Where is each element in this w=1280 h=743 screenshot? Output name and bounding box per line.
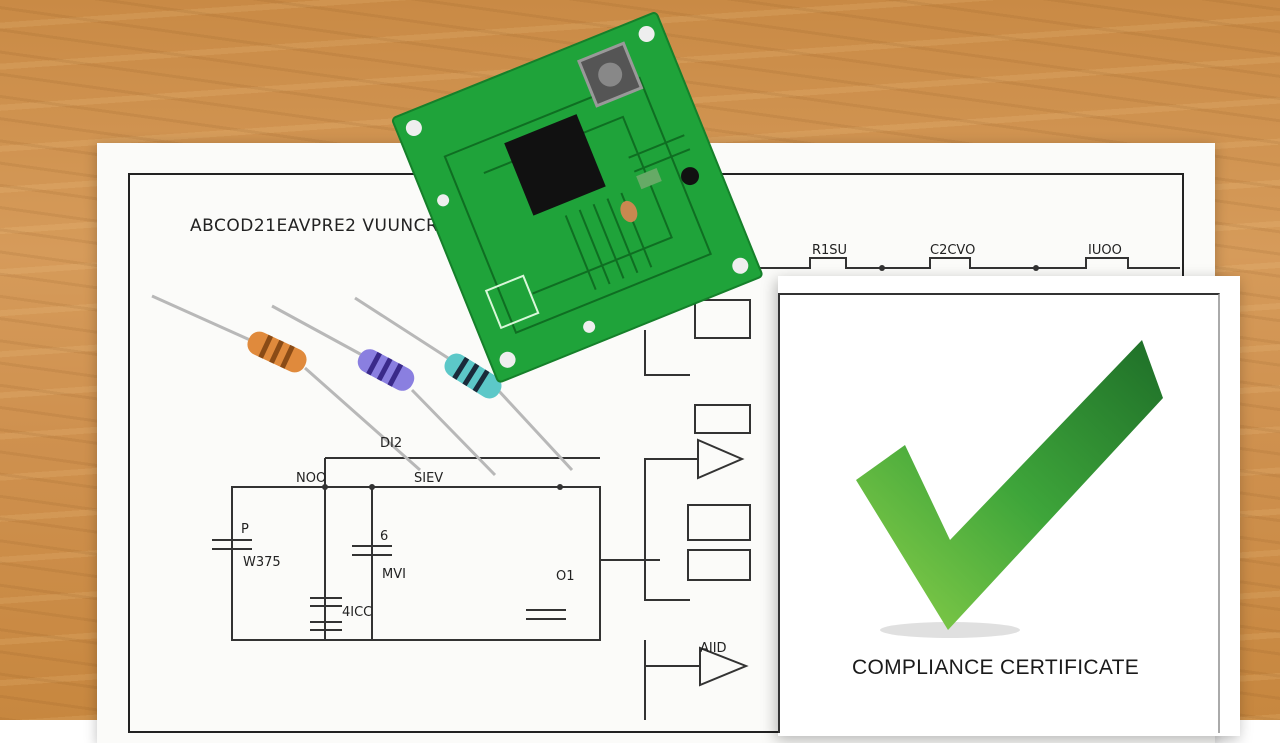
label-r1su: R1SU [812, 243, 847, 258]
label-w375: W375 [243, 555, 281, 570]
label-di2: DI2 [380, 436, 402, 451]
label-noo: NOO [296, 471, 326, 486]
label-siev: SIEV [414, 471, 443, 486]
certificate-border [778, 293, 1220, 733]
label-6: 6 [380, 529, 388, 544]
pcb-board [391, 12, 763, 383]
label-c2cvo: C2CVO [930, 243, 975, 258]
certificate-title: COMPLIANCE CERTIFICATE [852, 656, 1140, 679]
checkmark-icon [856, 340, 1163, 638]
label-p: P [241, 522, 249, 537]
label-mvi: MVI [382, 567, 406, 582]
circuit-diagram [212, 257, 1180, 720]
schematic-title: ABCOD21EAVPRE2 VUUNCRE [190, 216, 450, 236]
chip-icon [504, 114, 606, 216]
schematic-labels: DI2 NOO SIEV P 6 W375 MVI 4ICC O1 R1SU C… [241, 243, 1122, 656]
resistor-purple [271, 304, 497, 477]
label-aiid: AIID [700, 641, 727, 656]
label-4icc: 4ICC [342, 605, 372, 620]
resistor-orange [151, 294, 421, 472]
resistor-teal [354, 296, 574, 472]
label-o1: O1 [556, 569, 575, 584]
resistors [151, 294, 574, 477]
label-iuoo: IUOO [1088, 243, 1122, 258]
